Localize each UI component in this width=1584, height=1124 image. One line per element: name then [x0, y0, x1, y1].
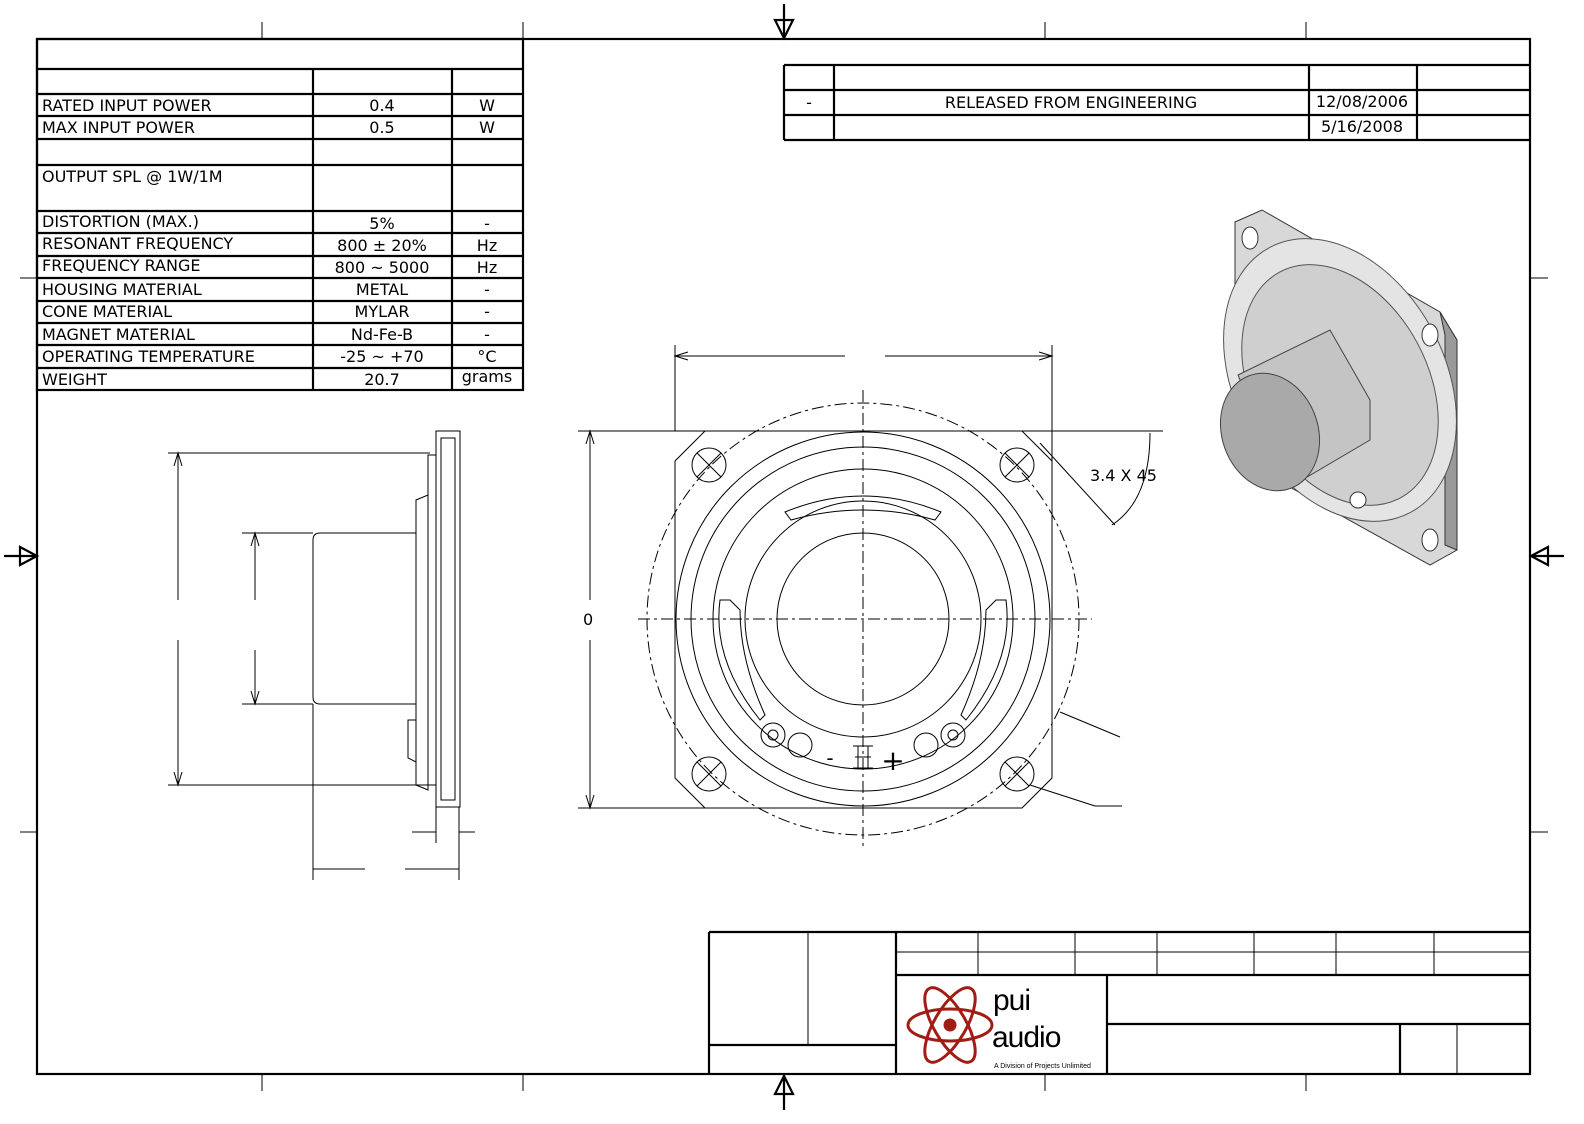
spec-unit: W [479, 118, 495, 137]
revision-table: - RELEASED FROM ENGINEERING 12/08/2006 5… [782, 63, 1530, 142]
atom-icon [906, 986, 994, 1064]
spec-label: HOUSING MATERIAL [42, 280, 202, 299]
spec-row: CONE MATERIAL MYLAR - [42, 302, 490, 321]
logo-tagline: A Division of Projects Unlimited [994, 1063, 1091, 1070]
revision-date: 12/08/2006 [1316, 92, 1408, 111]
spec-value: 800 ± 20% [337, 236, 427, 255]
spec-row: FREQUENCY RANGE 800 ~ 5000 Hz [42, 256, 497, 277]
spec-unit: - [484, 214, 490, 233]
spec-label: RATED INPUT POWER [42, 96, 212, 115]
dimension-lines [578, 345, 1163, 810]
logo-text-pui: pui [993, 984, 1030, 1017]
spec-unit: W [479, 96, 495, 115]
spec-value: METAL [356, 280, 408, 299]
spec-row: OPERATING TEMPERATURE -25 ~ +70 °C [42, 347, 497, 366]
spec-label: RESONANT FREQUENCY [42, 234, 233, 253]
side-view [168, 430, 475, 880]
spec-value: 0.4 [369, 96, 394, 115]
spec-unit: - [484, 325, 490, 344]
diameter-label: 0 [583, 610, 593, 629]
spec-row: OUTPUT SPL @ 1W/1M [42, 167, 223, 186]
chamfer-label: 3.4 X 45 [1090, 466, 1157, 485]
spec-value: 0.5 [369, 118, 394, 137]
terminal-minus-label: - [826, 746, 833, 770]
spec-row: DISTORTION (MAX.) 5% - [42, 212, 490, 233]
spec-label: OPERATING TEMPERATURE [42, 347, 255, 366]
spec-value: -25 ~ +70 [340, 347, 423, 366]
centering-arrows [4, 4, 1564, 1110]
spec-label: WEIGHT [42, 370, 107, 389]
spec-row: MAGNET MATERIAL Nd-Fe-B - [42, 325, 490, 344]
spec-value: 20.7 [364, 370, 400, 389]
pui-audio-logo: pui audio A Division of Projects Unlimit… [906, 984, 1091, 1070]
revision-description: RELEASED FROM ENGINEERING [945, 93, 1197, 112]
zone-ticks [20, 22, 1548, 1091]
spec-unit: °C [477, 347, 496, 366]
spec-unit: - [484, 302, 490, 321]
mounting-holes [691, 447, 1035, 792]
spec-value: 5% [369, 214, 394, 233]
front-view: - + 0 3.4 X 45 [578, 345, 1163, 848]
spec-unit: grams [462, 367, 512, 386]
terminal-plus-label: + [881, 744, 904, 777]
spec-label: MAGNET MATERIAL [42, 325, 195, 344]
logo-text-audio: audio [992, 1021, 1061, 1054]
spec-label: OUTPUT SPL @ 1W/1M [42, 167, 223, 186]
spec-unit: Hz [477, 258, 497, 277]
spec-row: WEIGHT 20.7 grams [42, 367, 512, 389]
spec-label: MAX INPUT POWER [42, 118, 195, 137]
spec-row: RESONANT FREQUENCY 800 ± 20% Hz [42, 234, 497, 255]
title-block: pui audio A Division of Projects Unlimit… [707, 930, 1530, 1074]
revision-letter: - [806, 93, 812, 112]
spec-table: RATED INPUT POWER 0.4 W MAX INPUT POWER … [35, 37, 525, 392]
spec-value: 800 ~ 5000 [335, 258, 430, 277]
sheet-border [35, 37, 1532, 1076]
spec-label: FREQUENCY RANGE [42, 256, 200, 275]
spec-unit: - [484, 280, 490, 299]
isometric-view [1219, 209, 1458, 566]
spec-value: Nd-Fe-B [351, 325, 413, 344]
terminals [760, 722, 966, 769]
spec-row: RATED INPUT POWER 0.4 W [42, 96, 495, 115]
spec-row: HOUSING MATERIAL METAL - [42, 280, 490, 299]
spec-label: CONE MATERIAL [42, 302, 172, 321]
revision-date: 5/16/2008 [1321, 117, 1403, 136]
spec-row: MAX INPUT POWER 0.5 W [42, 118, 495, 137]
spec-label: DISTORTION (MAX.) [42, 212, 199, 231]
spec-unit: Hz [477, 236, 497, 255]
spec-value: MYLAR [355, 302, 410, 321]
